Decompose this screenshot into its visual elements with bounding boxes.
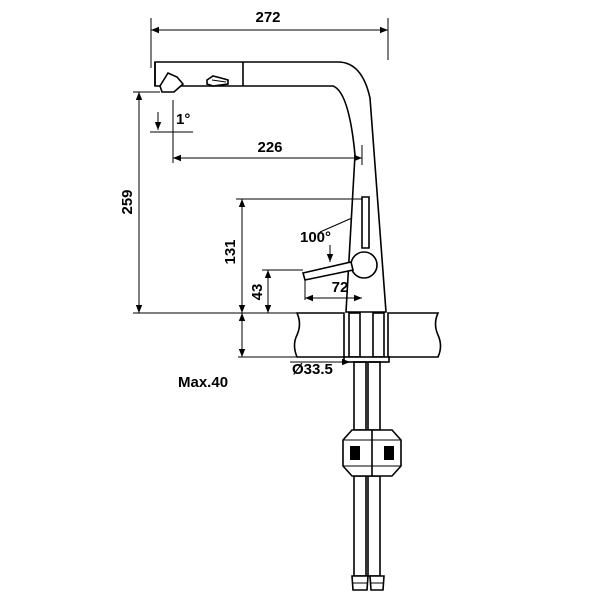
dim-lever-height: 131 bbox=[222, 239, 239, 264]
dim-total-height: 259 bbox=[119, 189, 136, 214]
dim-overall-width: 272 bbox=[255, 9, 280, 26]
hose-end-fittings bbox=[351, 575, 385, 591]
dim-hole-diameter: Ø33.5 bbox=[292, 361, 333, 378]
lever-handle bbox=[301, 196, 378, 281]
spray-head bbox=[159, 71, 229, 93]
dim-max-counter-thickness: Max.40 bbox=[178, 374, 228, 391]
dim-lever-reach: 72 bbox=[332, 279, 349, 296]
faucet-body bbox=[154, 61, 387, 313]
dim-spout-reach: 226 bbox=[257, 139, 282, 156]
dim-spout-angle: 1° bbox=[176, 111, 190, 128]
hose-connector bbox=[342, 429, 402, 477]
dim-lever-base-height: 43 bbox=[249, 284, 266, 301]
countertop-section bbox=[293, 312, 442, 358]
dimension-lines bbox=[135, 26, 388, 366]
dim-lever-swing: 100° bbox=[300, 229, 331, 246]
